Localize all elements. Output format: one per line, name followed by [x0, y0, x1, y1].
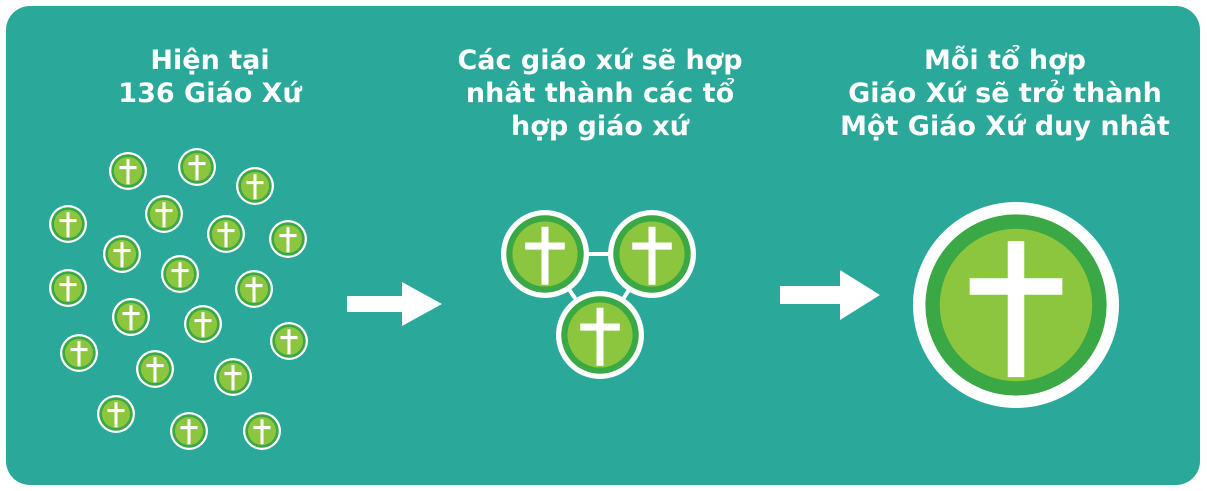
single-parish-icon: [913, 202, 1119, 408]
heading-current-line-2: 136 Giáo Xứ: [118, 78, 302, 109]
parish-icon-large: [913, 202, 1119, 408]
parish-icon: [556, 291, 644, 379]
parish-icon: [178, 148, 216, 186]
heading-merge: Các giáo xứ sẽ hợp nhât thành các tổ hợp…: [440, 44, 760, 143]
parish-icon: [109, 152, 147, 190]
arrow-right-icon: [780, 270, 880, 320]
parish-icon: [235, 270, 273, 308]
parish-icon: [103, 235, 141, 273]
parish-icon: [608, 210, 696, 298]
parish-icon: [269, 220, 307, 258]
heading-merge-line-3: hợp giáo xứ: [511, 111, 689, 142]
parish-icon: [161, 255, 199, 293]
parish-icon: [136, 350, 174, 388]
arrow-right-icon: [347, 282, 442, 326]
parish-icon: [207, 215, 245, 253]
heading-merge-line-2: nhât thành các tổ: [465, 78, 735, 109]
parish-icon: [501, 210, 589, 298]
heading-current-line-1: Hiện tại: [150, 45, 270, 76]
parish-icon: [214, 358, 252, 396]
heading-result-line-1: Mỗi tổ hợp: [923, 45, 1087, 76]
parish-icon: [145, 195, 183, 233]
merge-group: [501, 210, 696, 379]
parish-icon: [236, 167, 274, 205]
parish-icon: [270, 322, 308, 360]
parish-icon: [49, 205, 87, 243]
parish-icon: [97, 395, 135, 433]
parish-icon: [170, 412, 208, 450]
parish-cluster: [49, 148, 308, 450]
parish-icon: [49, 269, 87, 307]
heading-merge-line-1: Các giáo xứ sẽ hợp: [457, 45, 743, 76]
parish-icon: [184, 305, 222, 343]
heading-result-line-2: Giáo Xứ sẽ trở thành: [848, 78, 1162, 109]
heading-result-line-3: Một Giáo Xứ duy nhât: [840, 111, 1170, 142]
heading-result: Mỗi tổ hợp Giáo Xứ sẽ trở thành Một Giáo…: [830, 44, 1180, 143]
parish-icon: [112, 298, 150, 336]
parish-icon: [243, 412, 281, 450]
heading-current: Hiện tại 136 Giáo Xứ: [60, 44, 360, 110]
parish-icon: [60, 334, 98, 372]
